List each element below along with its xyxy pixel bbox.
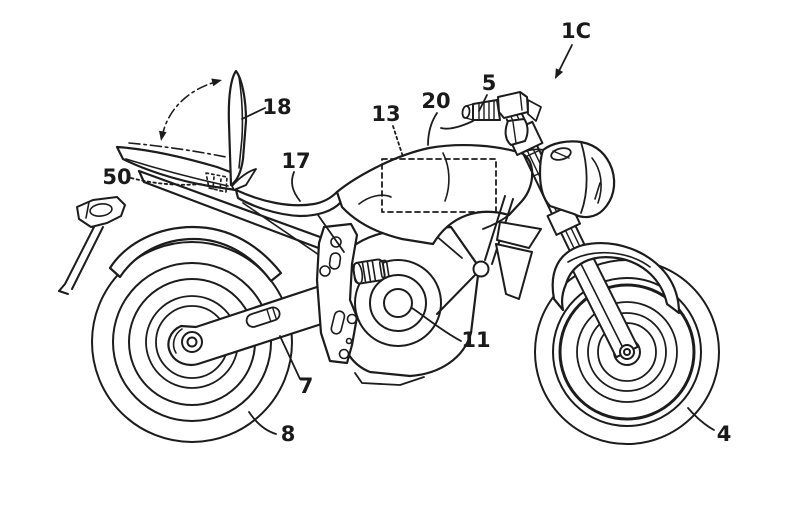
hinge-dotted-outline — [205, 172, 228, 193]
leader-50 — [130, 177, 204, 186]
brake-lever — [440, 120, 474, 130]
ref-label-17: 17 — [281, 149, 310, 173]
ref-label-20: 20 — [421, 89, 450, 113]
headlight — [538, 140, 616, 219]
ref-label-1c: 1C — [561, 19, 591, 43]
leader-11 — [411, 307, 462, 342]
switch-housing — [497, 91, 529, 119]
shock-cylinder — [352, 258, 390, 285]
leader-4 — [687, 407, 715, 431]
ref-label-7: 7 — [299, 374, 314, 398]
motor-unit — [337, 225, 481, 386]
frame-pivot-plate — [315, 214, 359, 365]
leader-5 — [478, 94, 488, 112]
fin-motion-arc — [128, 78, 227, 158]
leader-17 — [291, 171, 301, 202]
aero-fin — [227, 69, 257, 191]
front-wheel — [534, 259, 720, 445]
ref-label-11: 11 — [461, 328, 490, 352]
ref-label-18: 18 — [262, 95, 291, 119]
ref-label-8: 8 — [281, 422, 296, 446]
headlight-top-bolt — [550, 147, 572, 161]
handlebar-grip — [440, 91, 542, 146]
reference-numerals: 1C 5 20 13 18 17 50 11 7 8 4 — [102, 19, 731, 446]
leader-7 — [279, 335, 301, 380]
leader-18 — [241, 107, 266, 120]
master-cylinder — [527, 99, 542, 122]
steering-stem — [504, 118, 529, 146]
leader-20 — [427, 112, 438, 146]
tail-light — [58, 196, 126, 295]
ref-label-4: 4 — [717, 422, 732, 446]
rear-hugger-fender — [108, 225, 283, 283]
battery-dashed-box — [381, 158, 497, 213]
leader-13 — [392, 125, 404, 158]
ref-label-50: 50 — [102, 165, 131, 189]
radiator-shroud — [436, 195, 542, 315]
front-fender — [551, 242, 681, 315]
subframe-rail — [137, 169, 333, 258]
leader-lines — [130, 44, 715, 435]
ref-label-13: 13 — [371, 102, 400, 126]
leader-8 — [248, 411, 277, 435]
ref-label-5: 5 — [482, 71, 497, 95]
